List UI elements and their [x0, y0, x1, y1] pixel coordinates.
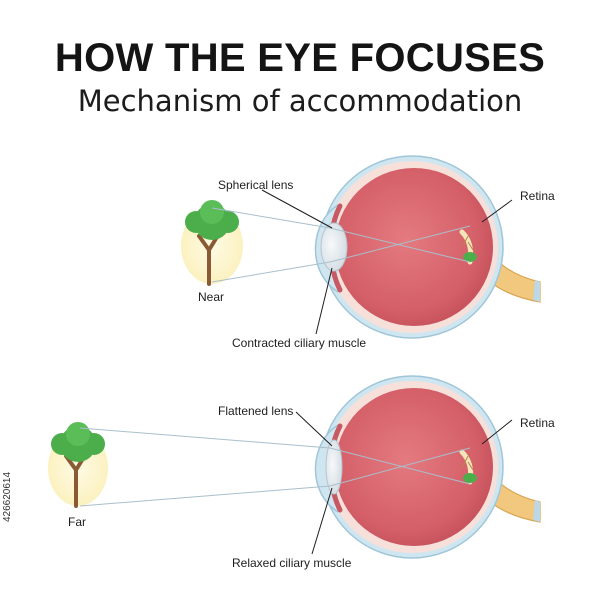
near-eyeball [335, 168, 493, 326]
page-subtitle: Mechanism of accommodation [77, 84, 523, 118]
far-retina-label: Retina [520, 416, 555, 430]
near-tree [181, 200, 243, 286]
near-object-label: Near [198, 290, 225, 304]
far-leader-lines [295, 411, 513, 555]
far-light-rays [79, 427, 471, 507]
near-lens [320, 222, 348, 272]
stock-id: 426620614 [2, 471, 13, 522]
page-title: HOW THE EYE FOCUSES [54, 36, 546, 80]
near-leader-lines [261, 189, 513, 335]
near-eye [314, 155, 541, 339]
far-object-label: Far [68, 515, 86, 529]
far-tree [48, 422, 108, 508]
near-muscle-label: Contracted ciliary muscle [232, 336, 367, 350]
near-light-rays [211, 207, 471, 283]
far-lens-label: Flattened lens [218, 404, 294, 418]
far-eye [314, 375, 541, 559]
far-lens [325, 439, 343, 495]
near-retina-label: Retina [520, 189, 555, 203]
far-muscle-label: Relaxed ciliary muscle [232, 556, 352, 570]
near-lens-label: Spherical lens [218, 178, 294, 192]
far-eyeball [335, 388, 493, 546]
